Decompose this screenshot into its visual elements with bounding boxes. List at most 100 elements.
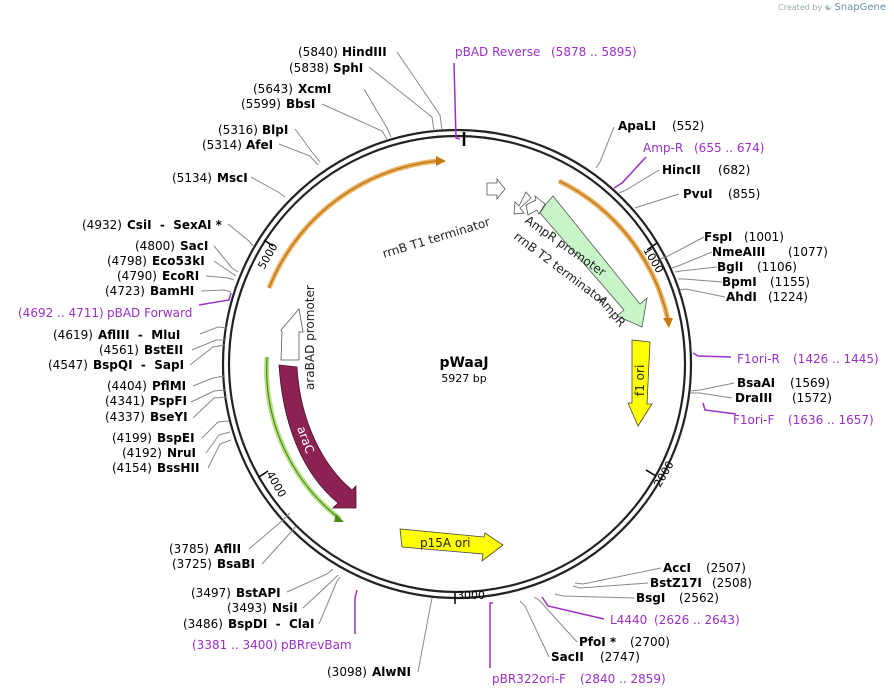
primer-range: (4692 .. 4711) — [18, 306, 104, 320]
enzyme-pos: (4798) — [107, 254, 147, 268]
enzyme-pos: (4790) — [117, 269, 157, 283]
plasmid-backbone — [221, 128, 693, 600]
enzyme-pos: (4337) — [105, 410, 145, 424]
enzyme-name: PvuI — [683, 187, 713, 201]
green-arc-line — [266, 356, 341, 520]
enzyme-pos: (682) — [718, 163, 750, 177]
enzyme-pos: (4192) — [122, 446, 162, 460]
plasmid-name: pWaaJ — [439, 355, 488, 371]
enzyme-name: CsiI - SexAI * — [127, 218, 223, 232]
primer-name: L4440 — [610, 613, 647, 627]
enzyme-pos: (5134) — [172, 171, 212, 185]
enzyme-pos: (5838) — [289, 61, 329, 75]
primer-name: Amp-R — [643, 141, 683, 155]
p15a-ori-feature — [399, 528, 504, 562]
enzyme-pos: (1106) — [757, 260, 797, 274]
label-f1-ori: f1 ori — [633, 365, 647, 396]
enzyme-name: PfoI * — [579, 635, 617, 649]
enzyme-name: BsaAI — [737, 376, 775, 390]
orange-arc-left — [266, 158, 438, 289]
primer-name: pBAD Forward — [107, 306, 192, 320]
enzyme-pos: (2508) — [712, 576, 752, 590]
label-arabad-promoter: araBAD promoter — [303, 285, 317, 390]
enzyme-pos: (4800) — [135, 239, 175, 253]
enzyme-name: BspQI - SapI — [93, 358, 184, 372]
primer-range: (1636 .. 1657) — [788, 413, 874, 427]
enzyme-name: SacI — [180, 239, 208, 253]
enzyme-pos: (4723) — [105, 284, 145, 298]
primer-range: (2626 .. 2643) — [654, 613, 740, 627]
primer-range: (2840 .. 2859) — [580, 672, 666, 686]
enzyme-pos: (4547) — [48, 358, 88, 372]
enzyme-pos: (2747) — [600, 650, 640, 664]
enzyme-pos: (1155) — [770, 275, 810, 289]
enzyme-name: HincII — [662, 163, 701, 177]
enzyme-name: BsgI — [636, 591, 665, 605]
enzyme-pos: (4561) — [99, 343, 139, 357]
orange-arc-left-arrow — [436, 156, 446, 166]
scale-3000: 3000 — [457, 589, 485, 602]
enzyme-name: BssHII — [157, 461, 199, 475]
scale-2000: 2000 — [651, 459, 676, 490]
primer-range: (3381 .. 3400) — [192, 638, 278, 652]
enzyme-pos: (5314) — [202, 138, 242, 152]
enzyme-pos: (1077) — [788, 245, 828, 259]
enzyme-name: BstEII — [144, 343, 183, 357]
enzyme-pos: (5316) — [218, 123, 258, 137]
enzyme-name: AccI — [663, 561, 691, 575]
enzyme-name: Eco53kI — [152, 254, 205, 268]
enzyme-name: HindIII — [342, 45, 387, 59]
enzyme-pos: (3497) — [191, 586, 231, 600]
primer-name: pBAD Reverse — [455, 45, 540, 59]
enzyme-name: BlpI — [262, 123, 288, 137]
enzyme-name: BsaBI — [217, 557, 255, 571]
enzyme-name: BspDI - ClaI — [228, 617, 314, 631]
enzyme-name: BstZ17I — [650, 576, 702, 590]
enzyme-pos: (4199) — [112, 431, 152, 445]
green-arc-arrow — [334, 514, 344, 522]
enzyme-pos: (3098) — [327, 665, 367, 679]
label-rrnb-t1: rrnB T1 terminator — [381, 215, 492, 261]
enzyme-name: BamHI — [150, 284, 194, 298]
enzyme-pos: (3486) — [183, 617, 223, 631]
ampr-promoter-feature — [513, 191, 532, 215]
enzyme-name: NmeAIII — [712, 245, 765, 259]
enzyme-name: AhdI — [726, 290, 757, 304]
enzyme-name: PspFI — [150, 394, 187, 408]
arac-feature — [278, 364, 357, 509]
f1-ori-feature — [627, 339, 653, 427]
enzyme-name: EcoRI — [162, 269, 199, 283]
enzyme-name: NruI — [167, 446, 196, 460]
enzyme-pos: (3785) — [169, 542, 209, 556]
enzyme-name: AflII — [214, 542, 241, 556]
enzyme-pos: (3725) — [172, 557, 212, 571]
orange-arc-right-arrow — [663, 318, 673, 328]
enzyme-pos: (552) — [672, 119, 704, 133]
enzyme-name: AflIII - MluI — [98, 328, 180, 342]
enzyme-pos: (3493) — [227, 601, 267, 615]
primer-range: (1426 .. 1445) — [793, 352, 879, 366]
feature-arcs — [264, 156, 673, 562]
primer-name: pBRrevBam — [281, 638, 352, 652]
snapgene-logo-icon: ☯ — [824, 3, 832, 12]
enzyme-pos: (2562) — [679, 591, 719, 605]
enzyme-pos: (1224) — [768, 290, 808, 304]
enzyme-name: FspI — [704, 230, 732, 244]
enzyme-labels: (5840) HindIII (5838) SphI (5643) XcmI (… — [48, 45, 832, 679]
enzyme-pos: (4341) — [105, 394, 145, 408]
enzyme-name: NsiI — [272, 601, 298, 615]
enzyme-pos: (1569) — [790, 376, 830, 390]
enzyme-pos: (4932) — [82, 218, 122, 232]
ampr-feature — [539, 195, 648, 328]
enzyme-pos: (4619) — [53, 328, 93, 342]
enzyme-pos: (5840) — [298, 45, 338, 59]
enzyme-pos: (855) — [728, 187, 760, 201]
orange-arc-right-line — [558, 180, 669, 321]
enzyme-name: XcmI — [298, 82, 331, 96]
enzyme-pos: (4404) — [107, 379, 147, 393]
enzyme-pos: (2700) — [630, 635, 670, 649]
enzyme-name: BspEI — [157, 431, 195, 445]
leader-lines — [189, 51, 735, 673]
enzyme-pos: (2507) — [706, 561, 746, 575]
primer-labels: pBAD Reverse (5878 .. 5895) (4692 .. 471… — [18, 45, 879, 686]
